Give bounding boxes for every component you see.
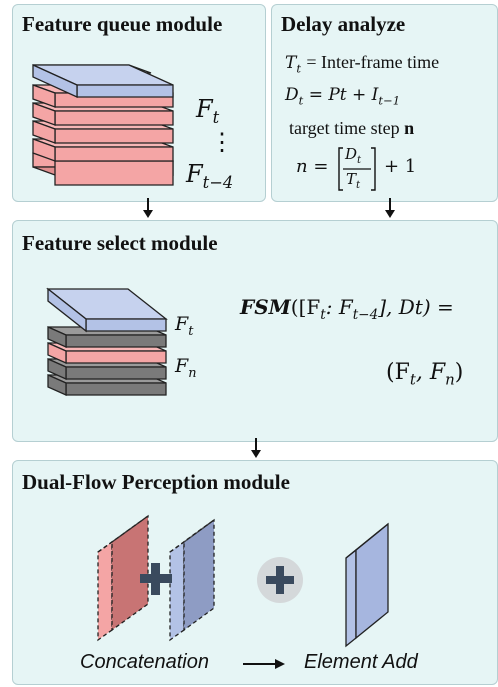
arrow-select-to-dual [251,438,261,458]
select-layer-gray-1 [47,325,167,349]
feature-queue-title: Feature queue module [22,12,223,36]
caption-concatenation: Concatenation [80,651,209,673]
caption-arrow [243,659,285,669]
arrow-delay-to-select [385,198,395,218]
delay-plus-one: + 1 [384,156,417,177]
concat-plus-icon [140,563,172,595]
select-label-mid: Fn [175,355,197,381]
delay-analyze-panel [271,4,498,202]
feature-queue-stack [32,63,174,186]
delay-line-target: target time step n [289,118,415,138]
element-add-result-plate [345,522,389,648]
arrow-queue-to-select [143,198,153,218]
delay-fraction-den: Tt [346,170,361,191]
concat-red-plate [97,514,149,642]
element-add-plus-icon [257,557,303,603]
caption-element-add: Element Add [304,651,418,673]
queue-dots: ⋮ [210,130,234,156]
delay-bracket [338,147,376,191]
dual-flow-title: Dual-Flow Perception module [22,470,290,494]
dual-flow-panel [12,460,498,685]
queue-layer-blue-top [32,63,174,99]
concat-blue-plate [169,518,215,642]
delay-fraction-num: Dt [345,145,362,166]
select-label-top: Ft [175,313,194,339]
feature-select-title: Feature select module [22,231,218,255]
delay-line-dt: Dt = Pt + It−1 [285,85,401,108]
select-layer-blue-top [46,287,168,333]
fsm-formula: FSM([Ft: Ft−4], Dt) = [240,295,454,323]
concatenation-illustration [97,514,215,642]
delay-line-n-formula: n = [296,156,329,177]
queue-label-bottom: Ft−4 [186,160,234,192]
queue-label-top: Ft [196,95,220,127]
delay-line-inter-frame: Tt = Inter-frame time [285,52,440,76]
delay-analyze-title: Delay analyze [281,12,406,36]
fsm-result: (Ft, Fn) [386,360,464,389]
feature-select-stack [46,287,168,397]
